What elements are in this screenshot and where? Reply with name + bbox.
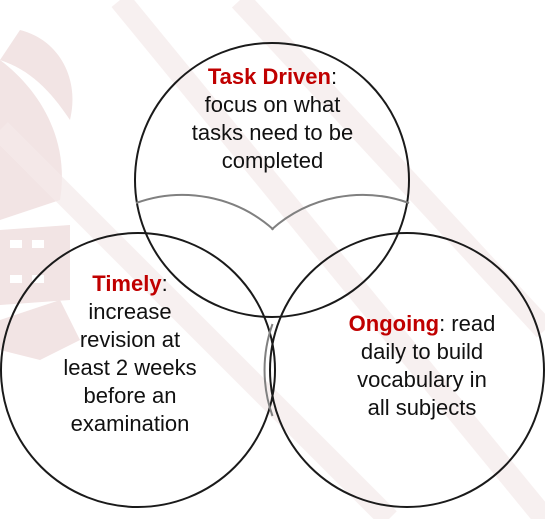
timely-line-4: before an [83,383,177,408]
ongoing-keyword: Ongoing [348,311,440,336]
task-driven-line-2: tasks need to be [191,120,354,145]
timely-label: Timely: increase revision at least 2 wee… [40,270,220,438]
timely-line-3: least 2 weeks [63,355,197,380]
circle-timely [0,232,276,508]
ongoing-separator: : read [439,311,496,336]
ongoing-line-2: vocabulary in [357,367,487,392]
timely-heading: Timely: [40,270,220,298]
ongoing-line-1: daily to build [360,339,484,364]
task-driven-keyword: Task Driven [207,64,331,89]
timely-line-1: increase [88,299,172,324]
task-driven-line-1: focus on what [204,92,341,117]
circle-task-driven [134,42,410,318]
timely-line-2: revision at [79,327,181,352]
task-driven-separator: : [330,64,338,89]
ongoing-label: Ongoing: read daily to build vocabulary … [322,310,522,422]
task-driven-label: Task Driven: focus on what tasks need to… [175,63,370,175]
ongoing-heading: Ongoing: read [322,310,522,338]
task-driven-heading: Task Driven: [175,63,370,91]
overlap-arc-timely-in-task [135,193,275,231]
ongoing-line-3: all subjects [367,395,477,420]
overlap-arc-ongoing-in-timely [263,323,274,417]
circle-ongoing [269,232,545,508]
overlap-arc-ongoing-in-task [270,193,410,231]
timely-keyword: Timely [92,271,162,296]
timely-line-5: examination [70,411,190,436]
task-driven-line-3: completed [221,148,324,173]
timely-separator: : [161,271,168,296]
